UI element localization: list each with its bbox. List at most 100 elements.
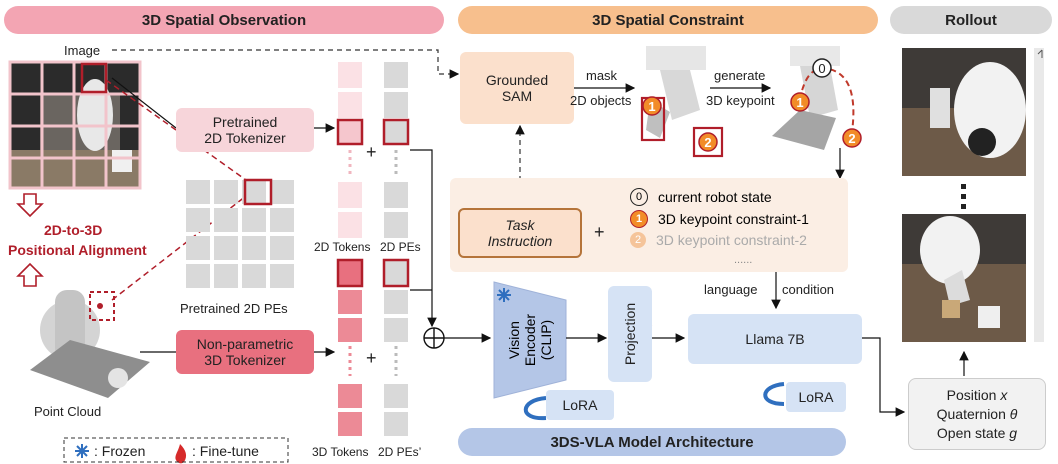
image-label: Image (64, 43, 101, 58)
legend-item-2: 2 3D keypoint constraint-2 (630, 232, 807, 248)
projection-label: Projection (622, 302, 639, 366)
pretrained-2d-tokenizer: Pretrained 2D Tokenizer (176, 108, 314, 152)
svg-text:1: 1 (796, 95, 803, 110)
position-var: x (1000, 386, 1008, 403)
frozen-legend-text: : Frozen (94, 443, 146, 459)
task-instruction-box: Task Instruction (458, 208, 582, 258)
observation-header-text: 3D Spatial Observation (141, 11, 307, 29)
nonparametric-3d-tokenizer: Non-parametric 3D Tokenizer (176, 330, 314, 374)
svg-text:2: 2 (704, 135, 711, 150)
sam-line1: Grounded (485, 72, 549, 88)
rollout-frame-2 (902, 214, 1026, 342)
llama-label: Llama 7B (745, 331, 805, 347)
svg-text:2: 2 (848, 131, 855, 146)
svg-text:+: + (366, 348, 377, 368)
alignment-label-line2: Positional Alignment (8, 242, 147, 258)
legend-text-2: 3D keypoint constraint-2 (656, 232, 807, 248)
lora-box-vision: LoRA (546, 390, 614, 420)
language-label: language (704, 282, 758, 297)
lora-curve-arrow (763, 382, 785, 406)
projection-box: Projection (608, 286, 652, 382)
keypoint-robot-image: 0 1 2 (772, 46, 862, 150)
open-state-var: g (1009, 424, 1018, 441)
image-patch-highlight (80, 62, 108, 94)
vision-line2: Encoder (522, 313, 538, 367)
constraint-header: 3D Spatial Constraint (458, 6, 878, 34)
pes-2d-prime-label: 2D PEs’ (378, 445, 422, 459)
input-image (8, 60, 142, 190)
legend-text-0: current robot state (658, 189, 772, 205)
rollout-header: Rollout (890, 6, 1052, 34)
rollout-ellipsis (961, 184, 966, 209)
objects-label: 2D objects (570, 93, 632, 108)
svg-text:1: 1 (648, 99, 655, 114)
llama-box: Llama 7B (688, 314, 862, 364)
task-line1: Task (505, 217, 535, 233)
alignment-label-line1: 2D-to-3D (44, 222, 103, 238)
plus-sign: + (594, 222, 605, 242)
legend-box (63, 437, 289, 463)
task-line2: Instruction (487, 233, 553, 249)
legend-text-1: 3D keypoint constraint-1 (658, 211, 809, 227)
point-cloud (30, 290, 150, 398)
position-line: Position x (947, 386, 1008, 405)
pretrained-pes-label: Pretrained 2D PEs (180, 301, 288, 316)
lora-label-vision: LoRA (562, 397, 598, 413)
quaternion-var: θ (1009, 405, 1018, 422)
pretrained-tokenizer-line1: Pretrained (212, 114, 278, 130)
quaternion-line: Quaternion θ (937, 405, 1018, 424)
vision-encoder: Vision Encoder (CLIP) (490, 280, 570, 400)
svg-text:0: 0 (818, 61, 825, 76)
tokens-2d-label: 2D Tokens (314, 240, 371, 254)
lora-box-llama: LoRA (786, 382, 846, 412)
hollow-marker-icon: 0 (630, 188, 648, 206)
legend-item-1: 1 3D keypoint constraint-1 (630, 210, 809, 228)
generate-label: generate (714, 68, 766, 83)
constraint-header-text: 3D Spatial Constraint (592, 11, 744, 29)
nonparam-tokenizer-line1: Non-parametric (196, 336, 294, 352)
lora-label-llama: LoRA (798, 389, 834, 405)
legend-item-0: 0 current robot state (630, 188, 772, 206)
condition-label: condition (782, 282, 835, 297)
pretrained-tokenizer-line2: 2D Tokenizer (204, 130, 286, 146)
point-cloud-label: Point Cloud (34, 404, 102, 419)
observation-header: 3D Spatial Observation (4, 6, 444, 34)
pe-column-2d (382, 62, 410, 238)
pretrained-pe-grid (186, 180, 294, 288)
vision-line1: Vision (506, 321, 522, 359)
nonparam-tokenizer-line2: 3D Tokenizer (204, 352, 286, 368)
action-output-box: Position x Quaternion θ Open state g (908, 378, 1046, 450)
rollout-frame-1 (902, 48, 1026, 176)
token-column-3d (336, 258, 364, 436)
faded-marker-icon: 2 (630, 232, 646, 248)
pes-2d-label: 2D PEs (380, 240, 421, 254)
svg-text:+: + (366, 142, 377, 162)
filled-marker-icon: 1 (630, 210, 648, 228)
segmented-robot-image: 1 2 (640, 46, 724, 158)
snowflake-icon (497, 288, 511, 302)
lora-curve-arrow (523, 396, 547, 421)
flame-icon (175, 444, 187, 464)
snowflake-icon (75, 444, 89, 458)
keypoint-label: 3D keypoint (706, 93, 775, 108)
image-to-sam-arrow (112, 49, 460, 79)
pe-column-2d-prime (382, 258, 410, 436)
rollout-header-text: Rollout (945, 11, 997, 29)
vision-encoder-shape (493, 281, 567, 399)
quaternion-text: Quaternion (936, 405, 1006, 422)
architecture-header-text: 3DS-VLA Model Architecture (550, 433, 754, 451)
ellipsis-label: ...... (734, 254, 753, 266)
mask-label: mask (586, 68, 618, 83)
position-text: Position (946, 386, 997, 403)
finetune-legend-text: : Fine-tune (192, 443, 259, 459)
vision-line3: (CLIP) (538, 319, 554, 361)
tokens-3d-label: 3D Tokens (312, 445, 369, 459)
token-column-2d (336, 62, 364, 238)
grounded-sam-box: Grounded SAM (460, 52, 574, 124)
architecture-header: 3DS-VLA Model Architecture (458, 428, 846, 456)
open-state-line: Open state g (937, 424, 1017, 443)
sam-line2: SAM (501, 88, 533, 104)
open-state-text: Open state (936, 424, 1006, 441)
rollout-time-bar (1034, 48, 1044, 342)
